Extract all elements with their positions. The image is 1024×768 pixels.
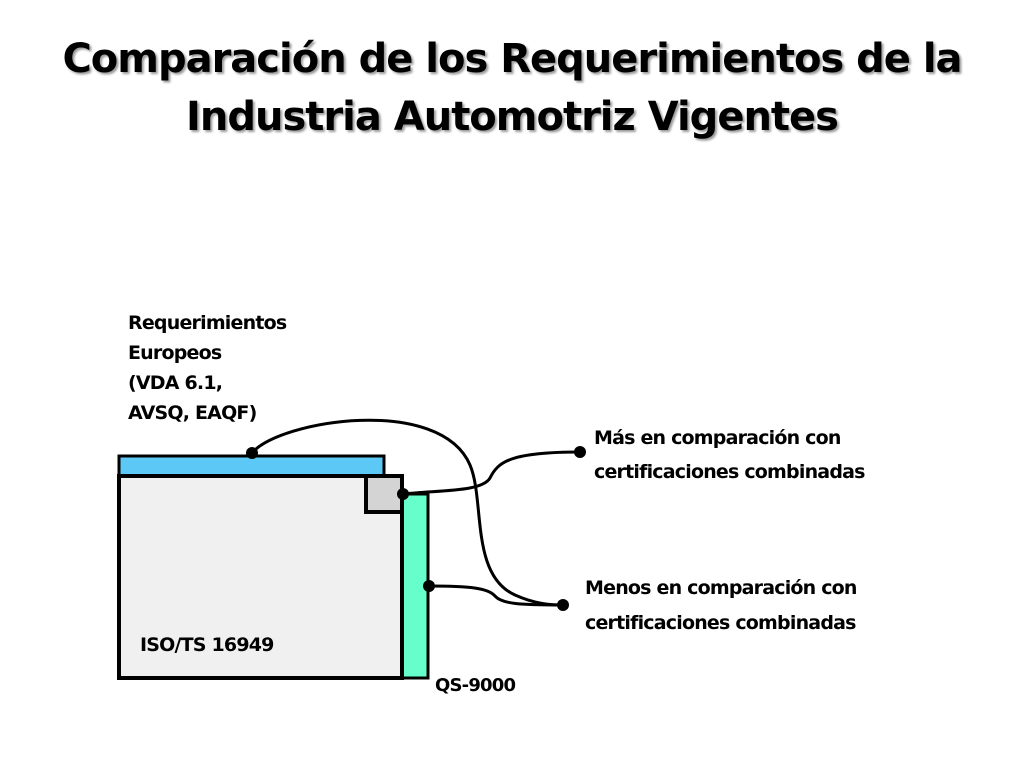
less-label-line: certificaciones combinadas xyxy=(585,612,856,634)
dot-qs xyxy=(423,580,435,592)
european-label-line: AVSQ, EAQF) xyxy=(128,402,257,424)
less-label-line: Menos en comparación con xyxy=(585,577,857,599)
qs9000-label: QS-9000 xyxy=(435,675,516,696)
european-requirements-bar xyxy=(117,454,386,478)
overlap-square xyxy=(364,474,404,514)
more-label-line: Más en comparación con xyxy=(594,427,841,449)
dot-more xyxy=(574,446,586,458)
dot-overlap xyxy=(397,488,409,500)
connector-european-to-less xyxy=(250,418,564,607)
european-label-line: (VDA 6.1, xyxy=(128,372,223,394)
title-line-2: Industria Automotriz Vigentes xyxy=(186,94,839,140)
iso-ts-16949-box xyxy=(117,474,404,680)
iso-ts-16949-label: ISO/TS 16949 xyxy=(140,634,274,656)
connector-overlap-to-more xyxy=(402,450,581,496)
dot-european xyxy=(246,447,258,459)
page-title: Comparación de los Requerimientos de la … xyxy=(0,30,1024,146)
european-label-line: Requerimientos xyxy=(128,312,287,334)
less-comparison-label: Menos en comparación con certificaciones… xyxy=(585,571,857,641)
dot-less xyxy=(557,599,569,611)
connector-qs-to-less xyxy=(427,584,564,607)
european-label-line: Europeos xyxy=(128,342,222,364)
more-comparison-label: Más en comparación con certificaciones c… xyxy=(594,421,865,489)
european-requirements-label: Requerimientos Europeos (VDA 6.1, AVSQ, … xyxy=(128,308,287,428)
more-label-line: certificaciones combinadas xyxy=(594,461,865,483)
title-line-1: Comparación de los Requerimientos de la xyxy=(62,36,962,82)
